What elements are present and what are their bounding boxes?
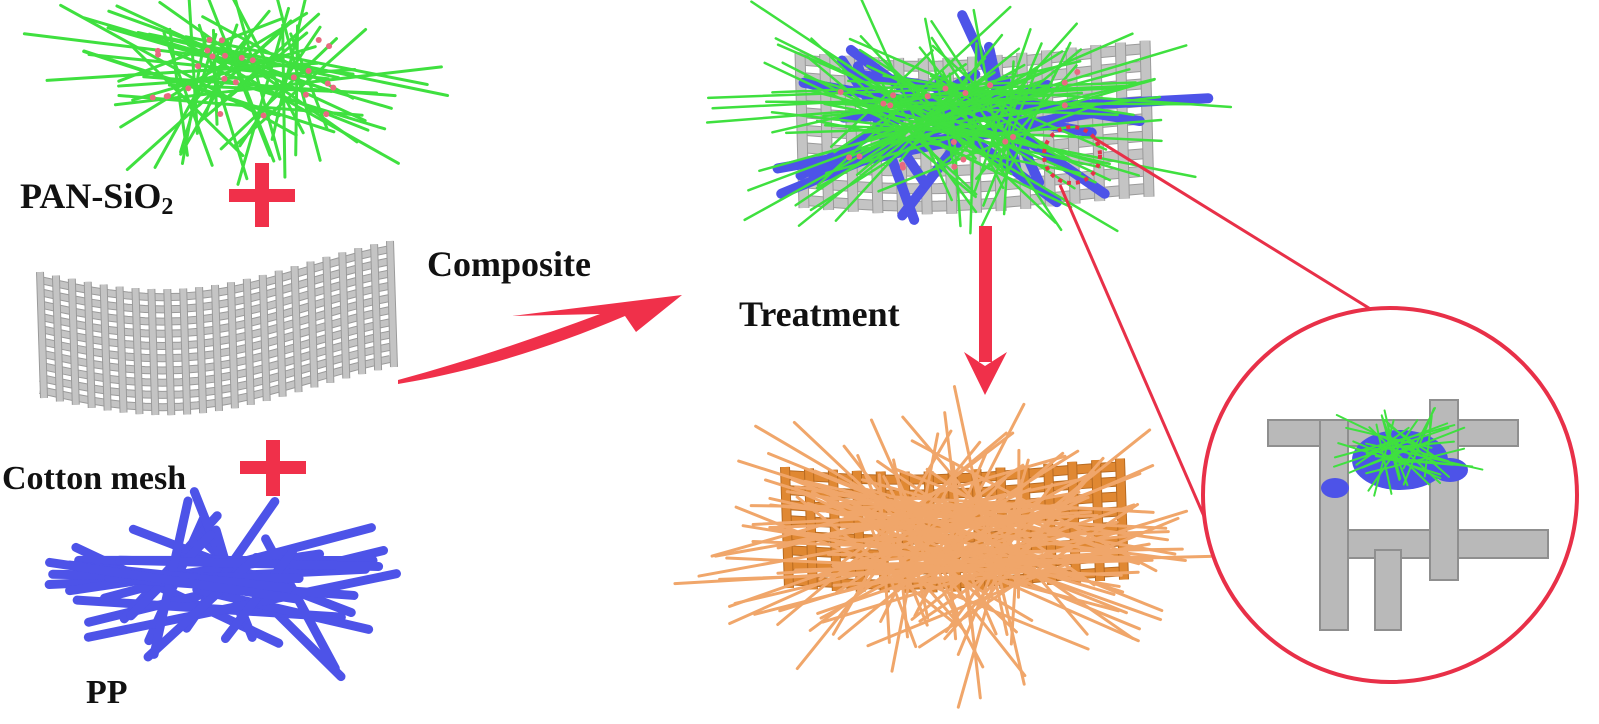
- label-pan-sio2-subscript: 2: [161, 194, 173, 220]
- pp-fiber-mat: [49, 492, 396, 677]
- label-pan-sio2-text: PAN-SiO: [20, 176, 161, 216]
- curved-arrow-icon: [398, 295, 682, 384]
- label-cotton-mesh: Cotton mesh: [2, 462, 186, 496]
- label-composite: Composite: [427, 246, 591, 282]
- label-treatment: Treatment: [739, 296, 900, 332]
- composite-membrane: [707, 0, 1231, 233]
- cotton-mesh-illustration: [40, 241, 394, 415]
- pan-sio2-fiber-mat: [24, 0, 447, 184]
- label-pp: PP: [86, 676, 128, 710]
- plus-sign-bottom: [240, 440, 306, 496]
- treated-membrane: [675, 387, 1211, 708]
- label-pan-sio2: PAN-SiO2: [20, 178, 173, 214]
- down-arrow-icon: [964, 226, 1007, 395]
